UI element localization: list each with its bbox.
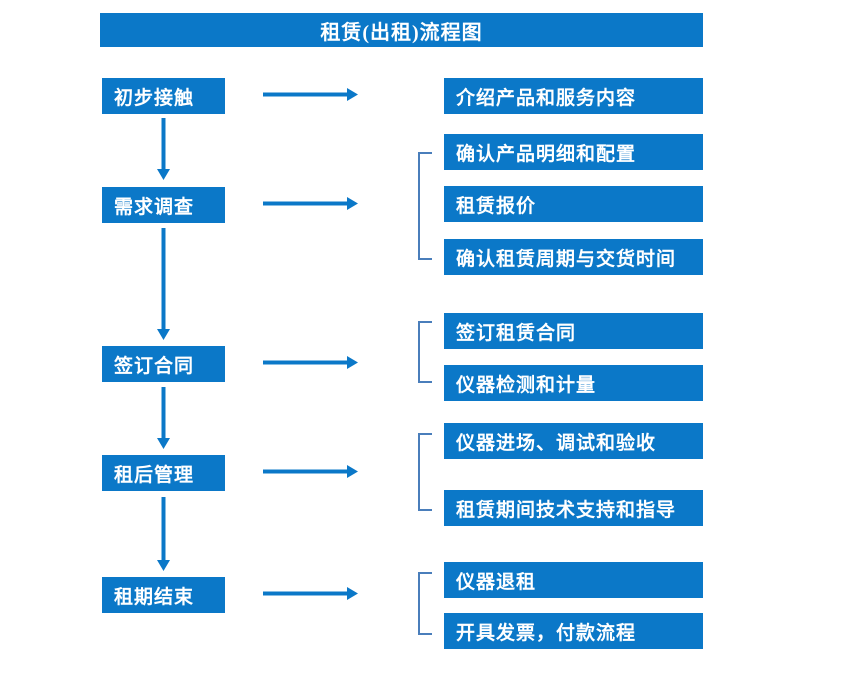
arrow-stage-3-to-detail-icon <box>263 356 358 369</box>
detail-box[interactable]: 签订租赁合同 <box>444 313 703 349</box>
detail-box[interactable]: 确认租赁周期与交货时间 <box>444 239 703 275</box>
detail-box[interactable]: 开具发票，付款流程 <box>444 613 703 649</box>
detail-box-label: 仪器进场、调试和验收 <box>456 432 657 454</box>
stage-box[interactable]: 初步接触 <box>102 78 225 114</box>
bracket-group-2 <box>418 152 432 260</box>
detail-box-label: 确认租赁周期与交货时间 <box>456 248 677 270</box>
stage-box-label: 签订合同 <box>114 355 195 377</box>
arrow-stage-2-to-stage-3-icon <box>157 228 170 340</box>
stage-box-label: 租期结束 <box>114 586 195 608</box>
stage-box[interactable]: 租期结束 <box>102 577 225 613</box>
detail-box[interactable]: 仪器进场、调试和验收 <box>444 423 703 459</box>
detail-box[interactable]: 仪器退租 <box>444 562 703 598</box>
stage-box-label: 租后管理 <box>114 464 195 486</box>
arrow-stage-4-to-stage-5-icon <box>157 497 170 571</box>
detail-box-label: 签订租赁合同 <box>456 322 577 344</box>
detail-box-label: 仪器检测和计量 <box>456 374 597 396</box>
detail-box[interactable]: 介绍产品和服务内容 <box>444 78 703 114</box>
arrow-stage-1-to-detail-icon <box>263 88 358 101</box>
detail-box[interactable]: 仪器检测和计量 <box>444 365 703 401</box>
arrow-stage-5-to-detail-icon <box>263 587 358 600</box>
arrow-stage-2-to-detail-icon <box>263 197 358 210</box>
stage-box[interactable]: 租后管理 <box>102 455 225 491</box>
stage-box[interactable]: 需求调查 <box>102 187 225 223</box>
detail-box-label: 租赁期间技术支持和指导 <box>456 499 677 521</box>
detail-box-label: 开具发票，付款流程 <box>456 622 637 644</box>
detail-box-label: 介绍产品和服务内容 <box>456 87 637 109</box>
detail-box-label: 仪器退租 <box>456 571 537 593</box>
detail-box[interactable]: 确认产品明细和配置 <box>444 134 703 170</box>
detail-box[interactable]: 租赁报价 <box>444 186 703 222</box>
stage-box[interactable]: 签订合同 <box>102 346 225 382</box>
bracket-group-3 <box>418 321 432 383</box>
stage-box-label: 需求调查 <box>114 196 195 218</box>
arrow-stage-3-to-stage-4-icon <box>157 387 170 449</box>
arrow-stage-1-to-stage-2-icon <box>157 118 170 180</box>
arrow-stage-4-to-detail-icon <box>263 465 358 478</box>
bracket-group-4 <box>418 433 432 511</box>
detail-box[interactable]: 租赁期间技术支持和指导 <box>444 490 703 526</box>
page-title: 租赁(出租)流程图 <box>100 13 703 47</box>
detail-box-label: 租赁报价 <box>456 195 537 217</box>
bracket-group-5 <box>418 572 432 635</box>
stage-box-label: 初步接触 <box>114 87 195 109</box>
detail-box-label: 确认产品明细和配置 <box>456 143 637 165</box>
